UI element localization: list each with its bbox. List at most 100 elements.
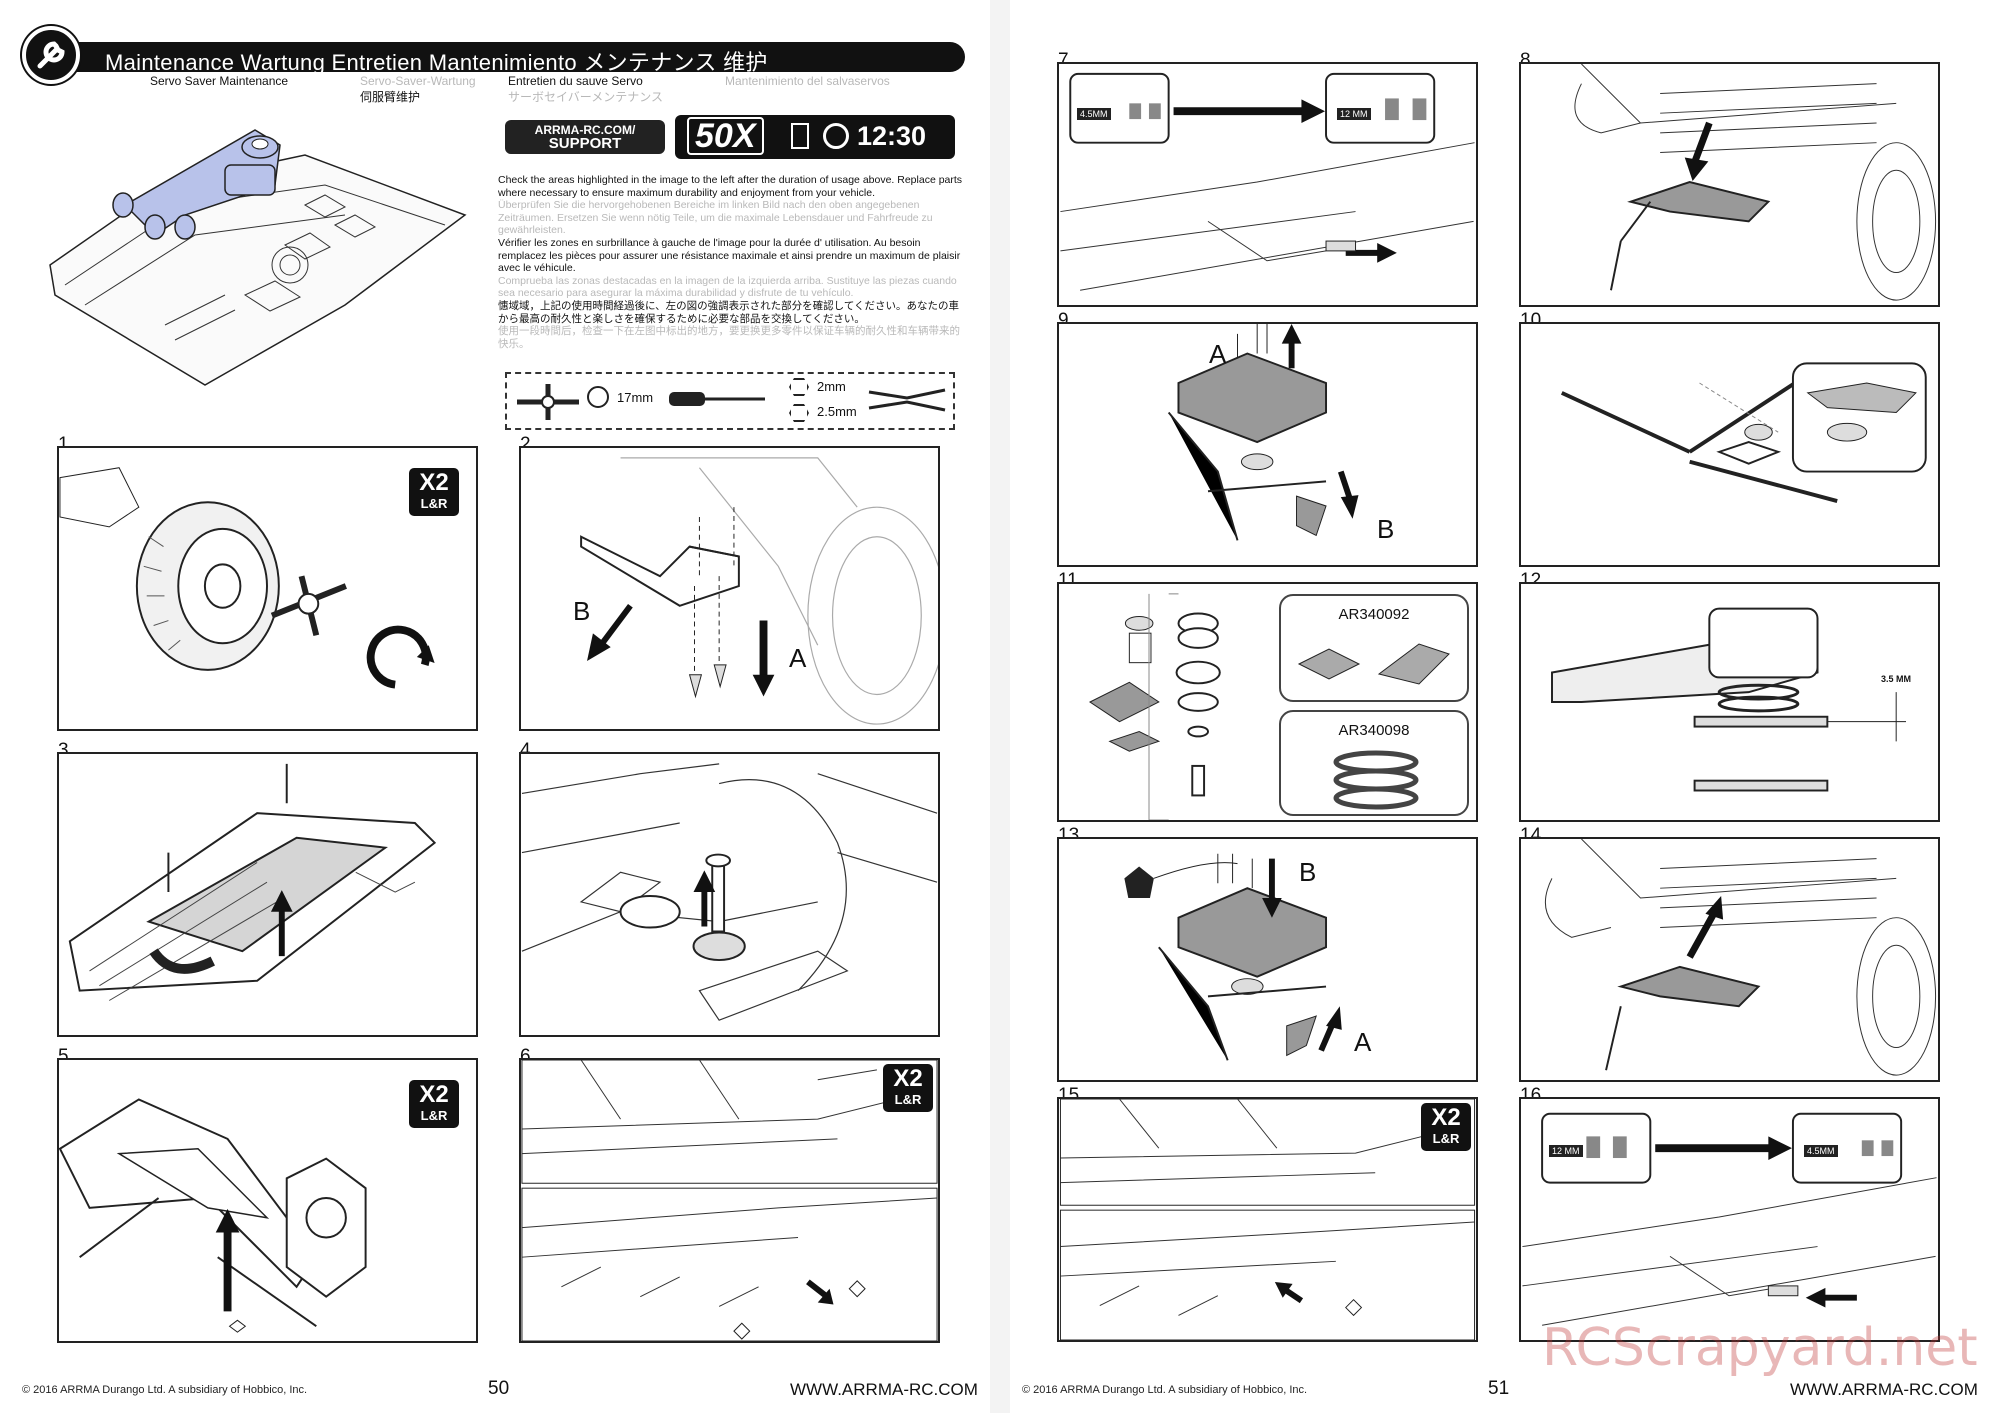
x2-both-sides-badge: X2 L&R xyxy=(883,1064,933,1112)
servo-saver-parts-illustration xyxy=(1089,593,1221,820)
step-number: 1 xyxy=(58,434,69,455)
skid-plate-removal-illustration xyxy=(580,457,938,725)
footer-copyright: © 2016 ARRMA Durango Ltd. A subsidiary o… xyxy=(22,1384,308,1396)
badge-x2: X2 xyxy=(893,1065,923,1092)
hex-2mm-icon xyxy=(789,378,809,396)
subtitle-ja: サーボセイバーメンテナンス xyxy=(508,90,664,104)
tool-hex-2.5mm: 2.5mm xyxy=(817,404,857,419)
step-16-panel: 12 MM 4.5MM xyxy=(1519,1097,1940,1342)
servo-saver-screw-illustration xyxy=(521,763,938,1021)
tire-removal-illustration xyxy=(59,467,435,689)
part-box-ar340092: AR340092 xyxy=(1279,594,1469,702)
step-1-panel: X2 L&R xyxy=(57,446,478,731)
step-9-panel: A B xyxy=(1057,322,1478,567)
instructions-es: Comprueba las zonas destacadas en la ima… xyxy=(498,274,957,300)
page-number: 51 xyxy=(1488,1378,1510,1399)
support-badge[interactable]: ARRMA-RC.COM/ SUPPORT xyxy=(505,120,665,154)
callout-label-a: A xyxy=(1354,1027,1372,1057)
step-10-panel xyxy=(1519,322,1940,567)
wrench-icon xyxy=(22,26,80,84)
header-bar: Maintenance Wartung Entretien Mantenimie… xyxy=(35,42,965,75)
step-number: 9 xyxy=(1058,310,1069,331)
callout-label-b: B xyxy=(573,596,591,626)
stopwatch-icon xyxy=(823,123,849,149)
step-number: 5 xyxy=(58,1046,69,1067)
page-spine xyxy=(990,0,1010,1413)
instructions: Check the areas highlighted in the image… xyxy=(498,174,963,350)
spring-preload-measurement-illustration xyxy=(1551,607,1907,792)
step-4-panel xyxy=(519,752,940,1037)
spring-icon xyxy=(1333,750,1419,810)
step-number: 4 xyxy=(520,740,531,761)
callout-label-a: A xyxy=(1209,339,1227,369)
usage-count: 50X xyxy=(687,117,764,155)
footer-website[interactable]: WWW.ARRMA-RC.COM xyxy=(790,1380,978,1399)
instructions-zh: 憓域域，上記の使用時間経過後に、左の図の強調表示された部分を確認してください。あ… xyxy=(498,299,960,325)
tool-wrench-size: 17mm xyxy=(617,390,654,405)
step-15-panel: X2 L&R xyxy=(1057,1097,1478,1342)
pliers-icon xyxy=(868,388,946,412)
step-14-panel xyxy=(1519,837,1940,1082)
support-badge-line2: SUPPORT xyxy=(548,135,622,152)
cross-wrench-icon xyxy=(517,384,579,420)
left-page: Maintenance Wartung Entretien Mantenimie… xyxy=(0,0,990,1413)
step-number: 8 xyxy=(1520,50,1531,71)
dimension-label: 12 MM xyxy=(1549,1145,1583,1157)
step-number: 7 xyxy=(1058,50,1069,71)
dimension-label: 4.5MM xyxy=(1077,108,1111,120)
x2-both-sides-badge: X2 L&R xyxy=(1421,1103,1471,1151)
badge-lr: L&R xyxy=(1432,1131,1460,1146)
subtitle-fr: Entretien du sauve Servo xyxy=(508,74,643,88)
badge-lr: L&R xyxy=(894,1092,922,1107)
usage-time: 12:30 xyxy=(857,121,927,151)
badge-x2: X2 xyxy=(419,1081,449,1108)
step-2-panel: B A xyxy=(519,446,940,731)
steering-links-illustration xyxy=(1560,362,1927,503)
instructions-en: Check the areas highlighted in the image… xyxy=(498,174,963,199)
step-3-panel xyxy=(57,752,478,1037)
screwdriver-icon xyxy=(669,392,765,406)
subtitle-es: Mantenimiento del salvaservos xyxy=(725,74,890,88)
part-number: AR340092 xyxy=(1338,606,1410,623)
servo-horn-adjust-illustration xyxy=(1060,72,1475,291)
instructions-ja: 使用一段時間后，检查一下在左图中标出的地方，要更换更多零件以保证车辆的耐久性和车… xyxy=(498,325,960,350)
tools-required: 17mm 2mm 2.5mm xyxy=(505,372,955,430)
footer-copyright: © 2016 ARRMA Durango Ltd. A subsidiary o… xyxy=(1022,1384,1308,1396)
suspension-arm-illustration xyxy=(59,1098,367,1333)
step-number: 3 xyxy=(58,740,69,761)
chassis-link-install-illustration xyxy=(1059,1099,1476,1340)
servo-saver-exploded-illustration xyxy=(1167,324,1359,541)
subtitle-zh: 伺服臂维护 xyxy=(360,90,421,104)
x2-both-sides-badge: X2 L&R xyxy=(409,1080,459,1128)
instructions-fr: Vérifier les zones en surbrillance à gau… xyxy=(498,236,961,275)
tool-hex-2mm: 2mm xyxy=(817,379,846,394)
page-number: 50 xyxy=(488,1378,510,1399)
step-13-panel: B A xyxy=(1057,837,1478,1082)
steering-assembly-removal-illustration xyxy=(1574,64,1937,301)
servo-saver-reassembly-illustration xyxy=(1124,853,1342,1061)
badge-lr: L&R xyxy=(420,496,448,511)
x2-both-sides-badge: X2 L&R xyxy=(409,468,459,516)
subtitle-de: Servo-Saver-Wartung xyxy=(360,74,476,88)
dimension-label: 12 MM xyxy=(1337,108,1371,120)
callout-label-b: B xyxy=(1299,857,1317,887)
support-badge-line1: ARRMA-RC.COM/ xyxy=(534,123,636,137)
servo-horn-reinstall-illustration xyxy=(1522,1112,1937,1326)
footer-website[interactable]: WWW.ARRMA-RC.COM xyxy=(1790,1380,1978,1399)
badge-x2: X2 xyxy=(1431,1104,1461,1131)
step-11-panel: AR340092 AR340098 xyxy=(1057,582,1478,822)
step-5-panel: X2 L&R xyxy=(57,1058,478,1343)
badge-x2: X2 xyxy=(419,469,449,496)
chassis-link-removal-illustration xyxy=(521,1060,938,1341)
chassis-plate-illustration xyxy=(68,763,437,1001)
usage-badge: 50X 12:30 xyxy=(675,115,955,159)
step-7-panel: 4.5MM 12 MM xyxy=(1057,62,1478,307)
part-number: AR340098 xyxy=(1338,722,1410,739)
battery-icon xyxy=(791,123,809,149)
header-title: Maintenance Wartung Entretien Mantenimie… xyxy=(105,50,768,75)
dimension-label: 4.5MM xyxy=(1804,1145,1838,1157)
callout-label-a: A xyxy=(789,643,807,673)
step-number: 6 xyxy=(520,1046,531,1067)
step-12-panel: 3.5 MM xyxy=(1519,582,1940,822)
dimension-label: 3.5 MM xyxy=(1881,674,1912,684)
